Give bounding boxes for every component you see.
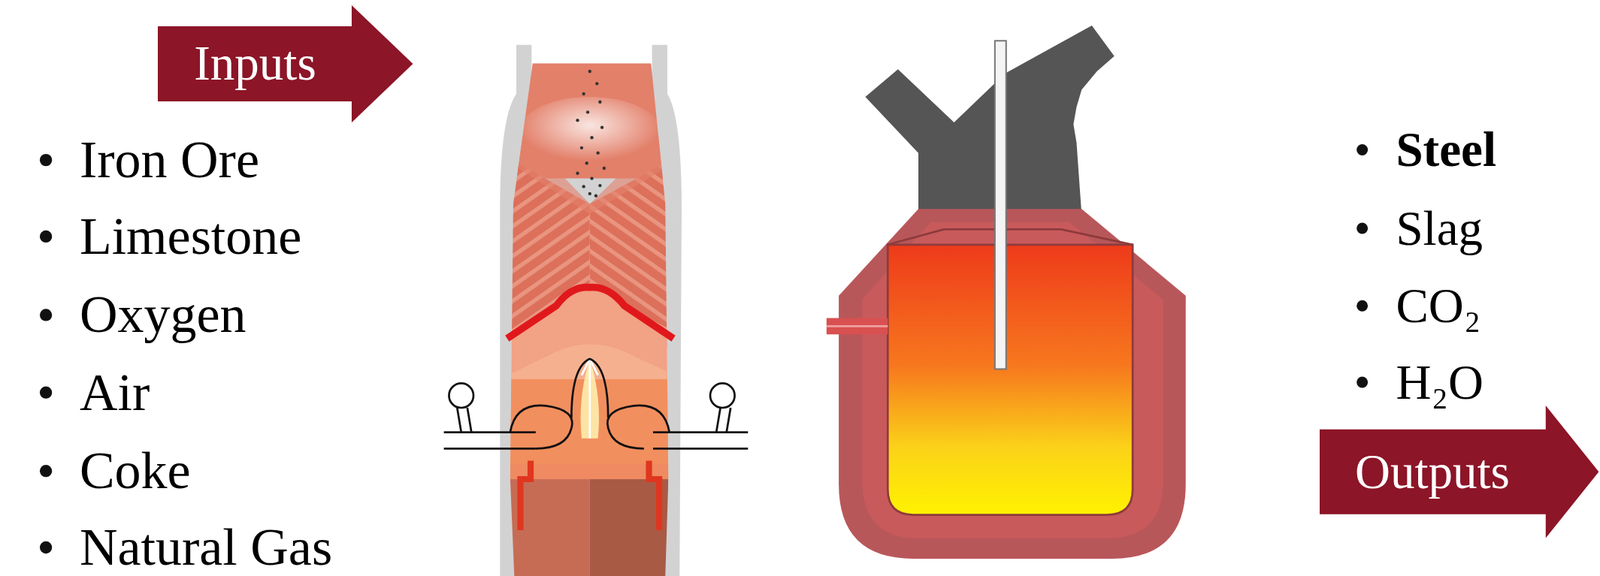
oxygen-lance: [995, 40, 1007, 369]
arrow-banner-fill: [157, 5, 413, 123]
output-item: H₂O: [1395, 358, 1484, 408]
bullet: [1356, 144, 1368, 156]
tuyeres: [444, 359, 749, 449]
bullet: [1356, 377, 1368, 389]
charge-dots: [575, 69, 606, 198]
arrow-banner: Outputs: [1319, 405, 1599, 539]
lower-zone: [499, 290, 684, 480]
input-item: Iron Ore: [79, 133, 260, 187]
vessel-cone-lines: [887, 229, 1133, 245]
gas-flow-line: [581, 359, 599, 439]
output-item: Slag: [1395, 204, 1483, 254]
bullet: [39, 387, 52, 400]
bullet: [1356, 223, 1368, 235]
vessel-shell: [838, 208, 1186, 560]
bullet: [39, 230, 52, 243]
haze: [518, 96, 662, 169]
cohesive-zone: [507, 287, 674, 339]
arrow-banner: Inputs: [157, 5, 413, 123]
tap-pipe-line: [826, 325, 888, 328]
gas-flow-arrow: [580, 359, 599, 439]
input-item: Air: [79, 366, 150, 420]
output-item: Steel: [1395, 125, 1497, 175]
bullet: [39, 154, 52, 167]
blast-furnace: [444, 45, 749, 576]
tap-pipe: [826, 318, 888, 336]
bullet: [1356, 300, 1368, 312]
input-item: Coke: [79, 444, 191, 498]
hearth-left: [499, 479, 590, 576]
bullet: [39, 541, 52, 554]
banner-text: Outputs: [1319, 447, 1546, 497]
bullet: [39, 308, 52, 321]
output-item: CO₂: [1395, 281, 1481, 331]
input-item: Oxygen: [79, 288, 247, 342]
melt: [887, 244, 1133, 516]
arrow-banner-fill: [1319, 405, 1599, 539]
hearth-right: [589, 479, 684, 576]
banner-text: Inputs: [157, 39, 352, 88]
vessel-lining: [862, 222, 1164, 539]
input-item: Natural Gas: [79, 521, 333, 575]
bullet: [39, 465, 52, 478]
oxygen-converter: [826, 25, 1186, 560]
input-item: Limestone: [79, 210, 302, 264]
tap-holes: [520, 461, 660, 531]
hood: [865, 25, 1114, 215]
